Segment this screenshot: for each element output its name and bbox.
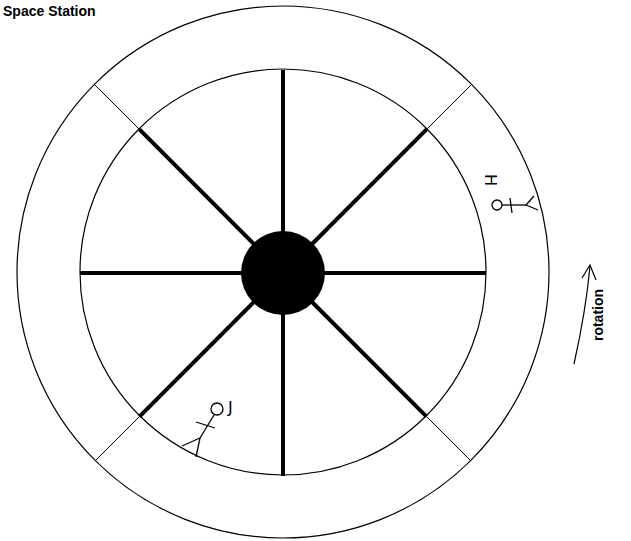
person-h (492, 196, 538, 213)
spoke (80, 271, 243, 275)
spoke (323, 271, 486, 275)
spoke (311, 301, 426, 416)
person-label: H (482, 174, 498, 186)
spoke (139, 301, 254, 416)
outer-ring (17, 6, 549, 538)
rotation-label: rotation (591, 289, 605, 341)
hub (241, 231, 325, 315)
bulkhead (427, 417, 472, 462)
spoke (139, 129, 254, 244)
bulkhead (427, 85, 472, 130)
bulkhead (95, 85, 140, 130)
spokes (80, 70, 486, 476)
spoke (281, 70, 285, 233)
person-j (182, 403, 223, 457)
diagram-title: Space Station (3, 4, 96, 18)
inner-ring (80, 69, 486, 475)
spoke (311, 129, 426, 244)
spoke (281, 313, 285, 476)
person-label: J (228, 400, 233, 416)
bulkhead (95, 417, 140, 462)
